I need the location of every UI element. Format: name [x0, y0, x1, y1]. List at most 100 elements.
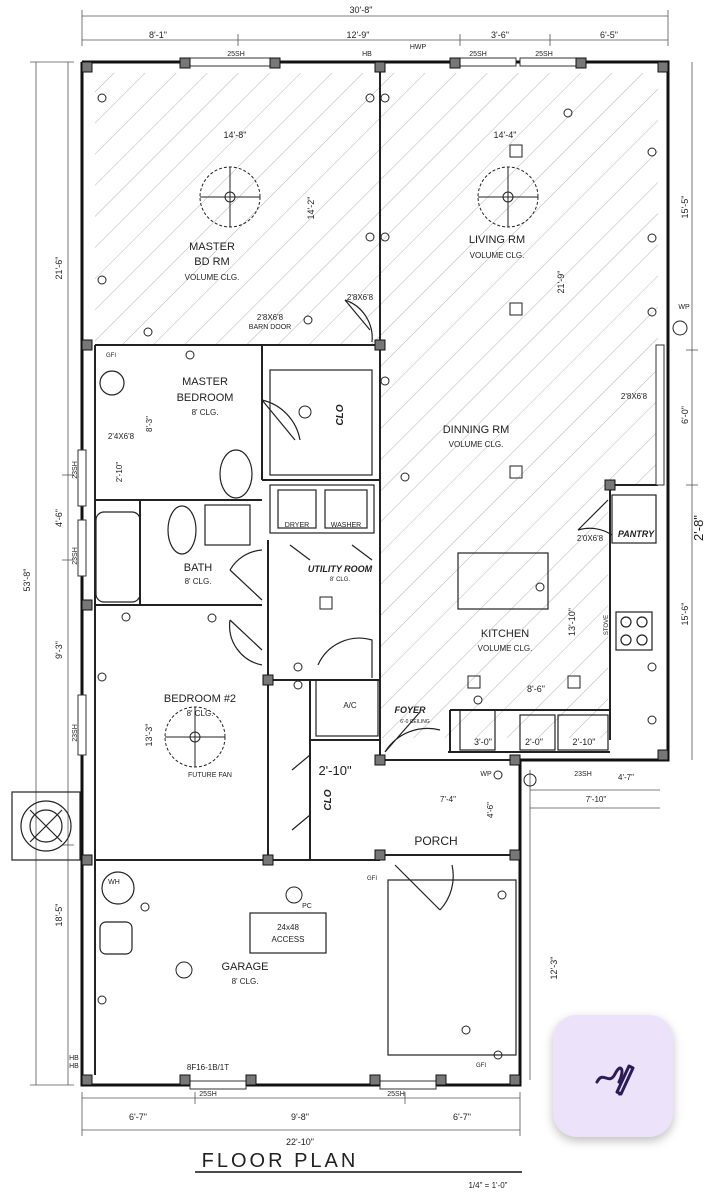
left-dim-1: 21'-6" — [54, 257, 64, 280]
bottom-tag-3: 8F16-1B/1T — [187, 1063, 229, 1072]
closet-dim: 2'-10" — [318, 763, 352, 778]
master-bath-dim-2: 2'-10" — [115, 462, 124, 483]
pantry-label: PANTRY — [618, 529, 655, 539]
top-tag-3: HWP — [410, 44, 427, 51]
master-bd-door: 2'8X6'8 — [347, 293, 374, 302]
master-bd-label-2: BD RM — [194, 256, 229, 268]
top-dim-2: 12'-9" — [347, 30, 370, 40]
top-tag-2: HB — [362, 51, 372, 58]
gfi-label-3: GFI — [476, 1063, 486, 1069]
dimension-text: 30'-8" 8'-1" 12'-9" 3'-6" 6'-5" 25SH HB … — [22, 5, 690, 1147]
stove-label: STOVE — [604, 615, 610, 635]
barn-door-size: 2'8X6'8 — [257, 313, 284, 322]
top-tag-4: 25SH — [469, 51, 487, 58]
future-fan-label: FUTURE FAN — [188, 772, 232, 779]
closet-label-2: CLO — [323, 789, 334, 810]
master-bath-dim-1: 8'-3" — [145, 416, 154, 432]
pantry-dim: 2'-8" — [691, 515, 706, 541]
pc-label: PC — [302, 903, 312, 910]
access-size: 24x48 — [277, 923, 299, 932]
bath-label: BATH — [184, 562, 213, 574]
master-bath-clg: 8' CLG. — [192, 408, 219, 417]
wall-corners — [81, 57, 669, 1086]
porch-dim-2: 4'-6" — [486, 802, 495, 818]
right-dim-1: 15'-5" — [680, 196, 690, 219]
dimension-lines — [30, 10, 698, 1136]
top-dim-3: 3'-6" — [491, 30, 509, 40]
outlet-icon — [97, 93, 657, 1060]
kitchen-dim-2: 8'-6" — [527, 684, 545, 694]
garage-label: GARAGE — [221, 961, 268, 973]
master-bd-dim-v: 14'-2" — [306, 197, 316, 220]
hatch-zones — [95, 73, 658, 738]
left-dim-2: 4'-6" — [54, 509, 64, 527]
living-clg: VOLUME CLG. — [470, 251, 525, 260]
right-dim-2: 6'-0" — [680, 406, 690, 424]
wp-label: WP — [480, 771, 492, 778]
ac-unit-icon — [11, 791, 81, 861]
ceiling-fan-icon — [164, 166, 539, 768]
bottom-dim-1: 6'-7" — [129, 1112, 147, 1122]
porch-label: PORCH — [414, 834, 457, 848]
dining-label: DINNING RM — [443, 424, 510, 436]
utility-label: UTILITY ROOM — [308, 564, 373, 574]
left-tag-1: 23SH — [72, 461, 79, 479]
master-bath-label: MASTER — [182, 376, 228, 388]
kitchen-clg: VOLUME CLG. — [478, 644, 533, 653]
door-swings — [228, 299, 613, 911]
access-label: ACCESS — [272, 935, 305, 944]
pen-scribble-icon — [595, 1064, 635, 1096]
bedroom2-label: BEDROOM #2 — [164, 693, 236, 705]
right-tag-2: 2'8X6'8 — [621, 392, 648, 401]
master-bd-clg: VOLUME CLG. — [185, 273, 240, 282]
kitchen-dim-5: 2'-10" — [573, 737, 596, 747]
foyer-clg: 6'-0 CEILING — [400, 719, 430, 725]
top-dim-1: 8'-1" — [149, 30, 167, 40]
kitchen-label: KITCHEN — [481, 628, 529, 640]
dryer-label: DRYER — [285, 522, 309, 529]
room-labels: MASTER BD RM VOLUME CLG. 14'-8" 14'-2" 2… — [69, 130, 706, 1070]
left-tag-2: 23SH — [72, 547, 79, 565]
bath-clg: 8' CLG. — [185, 577, 212, 586]
overall-width: 30'-8" — [350, 5, 373, 15]
overall-depth: 53'-8" — [22, 569, 32, 592]
washer-label: WASHER — [331, 522, 361, 529]
ac-label: A/C — [343, 701, 357, 710]
bottom-tag-2: 25SH — [387, 1091, 405, 1098]
kitchen-dim-4: 2'-0" — [525, 737, 543, 747]
markup-edit-button[interactable] — [553, 1015, 673, 1137]
left-dim-4: 18'-5" — [54, 904, 64, 927]
master-bath-label-2: BEDROOM — [177, 392, 234, 404]
living-dim: 14'-4" — [494, 130, 517, 140]
barn-door-label: BARN DOOR — [249, 324, 291, 331]
living-dim-v: 21'-9" — [556, 271, 566, 294]
top-dim-4: 6'-5" — [600, 30, 618, 40]
porch-dim-4: 7'-10" — [586, 795, 607, 804]
porch-dim-3: 4'-7" — [618, 773, 634, 782]
fixtures — [95, 369, 657, 1056]
closet-label: CLO — [335, 404, 346, 425]
right-tag-1: WP — [678, 304, 690, 311]
utility-clg: 8' CLG. — [330, 577, 350, 583]
left-tag-3: 23SH — [72, 724, 79, 742]
gfi-label-1: GFI — [106, 353, 116, 359]
dining-clg: VOLUME CLG. — [449, 440, 504, 449]
bottom-dim-3: 6'-7" — [453, 1112, 471, 1122]
left-tag-4: HB — [69, 1055, 79, 1062]
bottom-tag-1: 25SH — [199, 1091, 217, 1098]
wh-label: WH — [108, 879, 120, 886]
title-block: FLOOR PLAN 1/4" = 1'-0" — [195, 1150, 522, 1190]
hb-label: HB — [69, 1063, 79, 1070]
master-bd-label: MASTER — [189, 241, 235, 253]
garage-clg: 8' CLG. — [232, 977, 259, 986]
left-dim-3: 9'-3" — [54, 641, 64, 659]
right-dim-3: 15'-6" — [680, 603, 690, 626]
master-bath-door: 2'4X6'8 — [108, 432, 135, 441]
porch-dim-1: 7'-4" — [440, 795, 456, 804]
bedroom2-dim: 13'-3" — [144, 724, 154, 747]
living-label: LIVING RM — [469, 234, 525, 246]
master-bd-dim: 14'-8" — [224, 130, 247, 140]
porch-tag: 23SH — [574, 771, 592, 778]
kitchen-dim-1: 13'-10" — [567, 608, 577, 636]
